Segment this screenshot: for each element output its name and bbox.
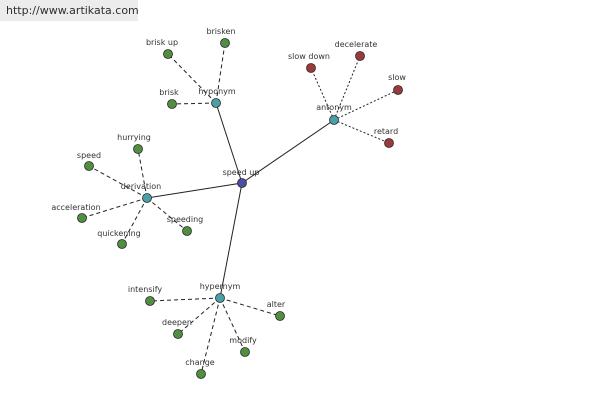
edge-hypernym-modify	[219, 297, 246, 353]
node-retard[interactable]	[384, 138, 394, 148]
edge-hyponym-brisken	[215, 42, 226, 104]
node-hypernym[interactable]	[215, 293, 225, 303]
label-brisken: brisken	[206, 27, 235, 36]
label-slow: slow	[388, 73, 406, 82]
edge-antonym-slow-down	[310, 67, 335, 121]
node-modify[interactable]	[240, 347, 250, 357]
edge-hypernym-change	[200, 297, 221, 375]
label-speeding: speeding	[167, 215, 204, 224]
edge-derivation-acceleration	[81, 197, 148, 219]
node-brisk[interactable]	[167, 99, 177, 109]
site-url: http://www.artikata.com	[6, 4, 139, 17]
label-deepen: deepen	[162, 318, 192, 327]
edge-antonym-decelerate	[333, 55, 361, 121]
watermark-box: http://www.artikata.com	[0, 0, 139, 21]
label-speed-up: speed up	[223, 168, 260, 177]
edge-derivation-quickening	[121, 197, 148, 245]
node-change[interactable]	[196, 369, 206, 379]
label-hurrying: hurrying	[117, 133, 151, 142]
node-speed-up[interactable]	[237, 178, 247, 188]
node-speed[interactable]	[84, 161, 94, 171]
node-speeding[interactable]	[182, 226, 192, 236]
label-slow-down: slow down	[288, 52, 330, 61]
node-slow[interactable]	[393, 85, 403, 95]
label-quickening: quickening	[97, 229, 140, 238]
label-derivation: derivation	[121, 182, 161, 191]
label-antonym: antonym	[316, 103, 352, 112]
node-hurrying[interactable]	[133, 144, 143, 154]
node-derivation[interactable]	[142, 193, 152, 203]
label-acceleration: acceleration	[51, 203, 100, 212]
edge-speed-up-derivation	[146, 182, 243, 199]
label-brisk-up: brisk up	[146, 38, 178, 47]
node-deepen[interactable]	[173, 329, 183, 339]
label-modify: modify	[229, 336, 257, 345]
edge-hyponym-brisk	[171, 102, 217, 105]
node-alter[interactable]	[275, 311, 285, 321]
edge-hypernym-deepen	[177, 297, 221, 335]
edge-antonym-retard	[333, 119, 390, 144]
edge-derivation-hurrying	[137, 148, 148, 199]
label-hypernym: hypernym	[200, 282, 241, 291]
label-change: change	[185, 358, 215, 367]
node-intensify[interactable]	[145, 296, 155, 306]
node-quickening[interactable]	[117, 239, 127, 249]
node-slow-down[interactable]	[306, 63, 316, 73]
label-intensify: intensify	[128, 285, 162, 294]
edge-speed-up-hypernym	[219, 182, 243, 299]
node-hyponym[interactable]	[211, 98, 221, 108]
edge-speed-up-hyponym	[215, 102, 243, 184]
node-acceleration[interactable]	[77, 213, 87, 223]
edge-hypernym-alter	[219, 297, 281, 317]
edge-hypernym-intensify	[149, 297, 221, 302]
node-antonym[interactable]	[329, 115, 339, 125]
label-retard: retard	[374, 127, 398, 136]
labels-layer: speed up brisk up brisken brisk hyponym slow …	[51, 27, 406, 367]
node-brisken[interactable]	[220, 38, 230, 48]
label-speed: speed	[77, 151, 101, 160]
node-brisk-up[interactable]	[163, 49, 173, 59]
label-hyponym: hyponym	[198, 87, 236, 96]
label-decelerate: decelerate	[335, 40, 378, 49]
edge-derivation-speeding	[146, 197, 188, 232]
edge-speed-up-antonym	[241, 119, 335, 184]
edge-hyponym-brisk-up	[167, 53, 217, 104]
edges-layer	[81, 42, 399, 375]
label-alter: alter	[267, 300, 286, 309]
node-decelerate[interactable]	[355, 51, 365, 61]
label-brisk: brisk	[159, 88, 179, 97]
nodes-layer	[77, 38, 403, 379]
